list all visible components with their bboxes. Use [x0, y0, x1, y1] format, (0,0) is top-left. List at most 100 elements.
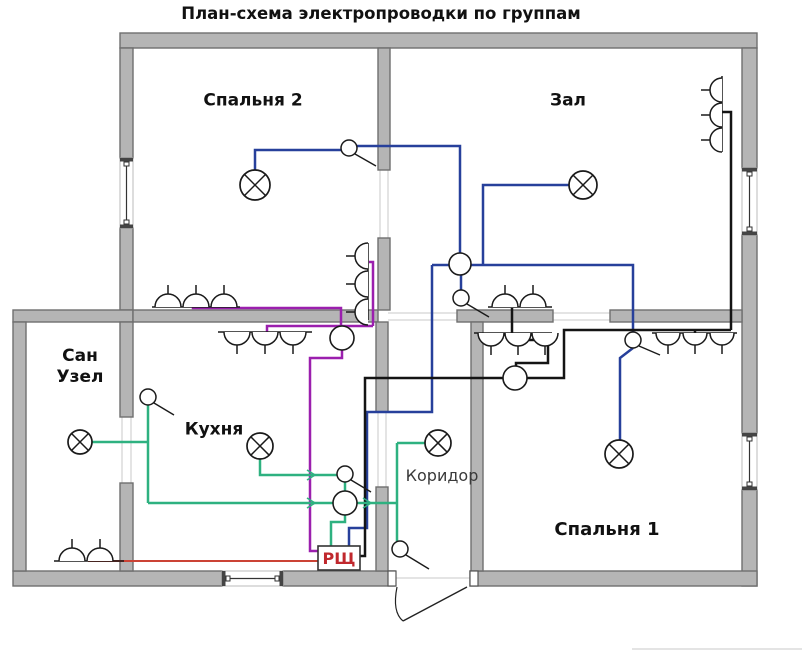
room-label-bedroom2: Спальня 2 — [203, 90, 303, 111]
window-pin — [746, 481, 753, 487]
wall — [12, 321, 27, 572]
window-cap — [222, 571, 226, 586]
switch-lever — [638, 345, 661, 356]
window-cap — [120, 158, 133, 162]
socket-group — [488, 285, 552, 308]
switch-lever — [153, 402, 175, 416]
wall — [456, 309, 554, 323]
wire-purple — [308, 350, 344, 553]
wall — [132, 309, 379, 323]
junction-box-icon — [332, 490, 358, 516]
socket-outlet-icon — [154, 293, 182, 308]
wall — [375, 321, 389, 413]
socket-outlet-icon — [491, 293, 519, 308]
wall — [377, 47, 391, 171]
window-cap — [742, 231, 757, 235]
wall — [119, 227, 134, 311]
socket-outlet-icon — [210, 293, 238, 308]
lamp-cross-line — [608, 443, 630, 465]
socket-outlet-icon — [682, 332, 708, 346]
wire-crossing-hop — [306, 469, 317, 481]
wall-switch-icon — [139, 388, 157, 406]
entry-door-leaf — [402, 586, 468, 622]
distribution-board-label: РЩ — [323, 549, 356, 568]
room-label-corridor: Коридор — [405, 466, 479, 485]
wire-black — [360, 376, 503, 558]
wall — [119, 482, 134, 572]
socket-outlet-icon — [709, 77, 723, 103]
window-pin — [746, 436, 753, 442]
wall — [470, 321, 484, 572]
entry-door-post — [387, 570, 397, 587]
wall-switch-icon — [391, 540, 409, 558]
wire-blue — [253, 148, 341, 171]
room-label-hall: Зал — [549, 90, 587, 111]
lamp-cross-line — [428, 433, 448, 453]
window-cap — [742, 168, 757, 172]
wire-green — [329, 515, 347, 546]
wall — [119, 32, 758, 49]
socket-outlet-icon — [709, 332, 735, 346]
socket-outlet-icon — [354, 242, 369, 270]
wall-switch-icon — [452, 289, 470, 307]
socket-group — [474, 332, 559, 355]
switch-lever — [405, 554, 430, 570]
window-pin — [274, 575, 280, 582]
socket-group — [54, 539, 124, 562]
wire-green — [258, 459, 337, 477]
wall — [377, 237, 391, 311]
window-cap — [120, 224, 133, 228]
wire-purple — [369, 260, 375, 326]
wire-blue — [432, 263, 635, 332]
switch-lever — [354, 153, 377, 167]
lamp-cross-line — [250, 436, 270, 456]
window-cap — [742, 433, 757, 437]
socket-outlet-icon — [223, 331, 251, 346]
wire-crossing-hop — [362, 497, 373, 509]
junction-box-icon — [502, 365, 528, 391]
wire-blue — [481, 183, 569, 265]
window-pin — [123, 161, 130, 167]
wire-blue — [347, 265, 434, 546]
entry-door-post — [469, 570, 479, 587]
wire-black — [527, 328, 731, 380]
window-pin — [123, 219, 130, 225]
wall-switch-icon — [624, 331, 642, 349]
wall — [12, 570, 223, 587]
lamp-cross-line — [572, 174, 594, 196]
socket-group — [701, 76, 723, 153]
socket-outlet-icon — [504, 332, 532, 347]
socket-group — [346, 242, 369, 326]
window-cap — [279, 571, 283, 586]
room-label-bathroom: Сан Узел — [56, 345, 104, 387]
junction-box-icon — [448, 252, 472, 276]
room-label-kitchen: Кухня — [184, 419, 244, 440]
socket-outlet-icon — [519, 293, 547, 308]
lamp-cross-line — [243, 173, 267, 197]
socket-outlet-icon — [251, 331, 279, 346]
socket-group — [152, 285, 240, 308]
socket-outlet-icon — [531, 332, 559, 347]
wall — [469, 570, 758, 587]
socket-outlet-icon — [279, 331, 307, 346]
wall — [119, 47, 134, 159]
socket-outlet-icon — [709, 102, 723, 128]
socket-outlet-icon — [354, 270, 369, 298]
switch-lever — [466, 303, 490, 318]
socket-outlet-icon — [655, 332, 681, 346]
diagram-title: План-схема электропроводки по группам — [181, 4, 581, 23]
wall — [741, 234, 758, 434]
socket-outlet-icon — [58, 547, 86, 562]
socket-outlet-icon — [86, 547, 114, 562]
window-pin — [225, 575, 231, 582]
window-pin — [746, 226, 753, 232]
wall — [119, 321, 134, 418]
wire-black — [722, 110, 733, 330]
switch-lever — [350, 479, 372, 493]
wall — [609, 309, 743, 323]
socket-group — [652, 332, 737, 354]
window-cap — [742, 486, 757, 490]
window-pin — [746, 171, 753, 177]
